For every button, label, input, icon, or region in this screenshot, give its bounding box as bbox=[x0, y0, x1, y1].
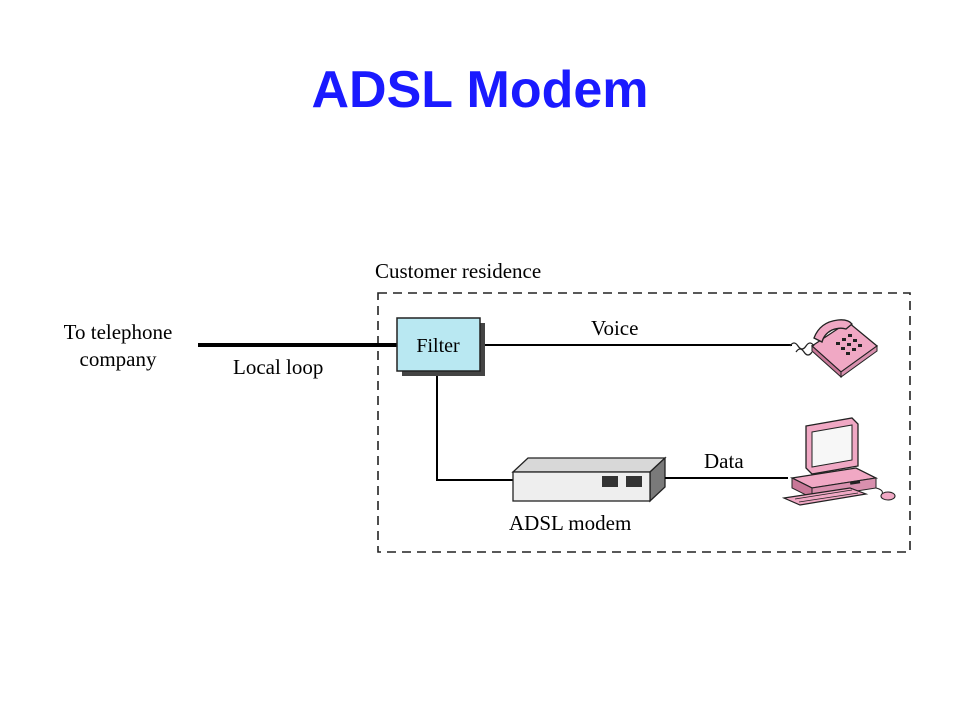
telco-label-line2: company bbox=[80, 347, 157, 371]
telephone-icon bbox=[789, 319, 879, 379]
slide-title: ADSL Modem bbox=[311, 61, 649, 119]
filter-box: Filter bbox=[396, 317, 485, 376]
filter-to-modem-line bbox=[436, 376, 515, 481]
adsl-modem-label: ADSL modem bbox=[509, 511, 631, 535]
customer-residence-label: Customer residence bbox=[375, 259, 541, 283]
data-label: Data bbox=[704, 449, 744, 473]
local-loop-label: Local loop bbox=[233, 355, 323, 379]
customer-residence-boundary bbox=[377, 292, 911, 553]
filter-label: Filter bbox=[416, 335, 460, 357]
adsl-modem bbox=[511, 456, 667, 503]
telco-label-line1: To telephone bbox=[64, 320, 173, 344]
voice-label: Voice bbox=[591, 316, 638, 340]
computer-icon bbox=[781, 417, 896, 506]
